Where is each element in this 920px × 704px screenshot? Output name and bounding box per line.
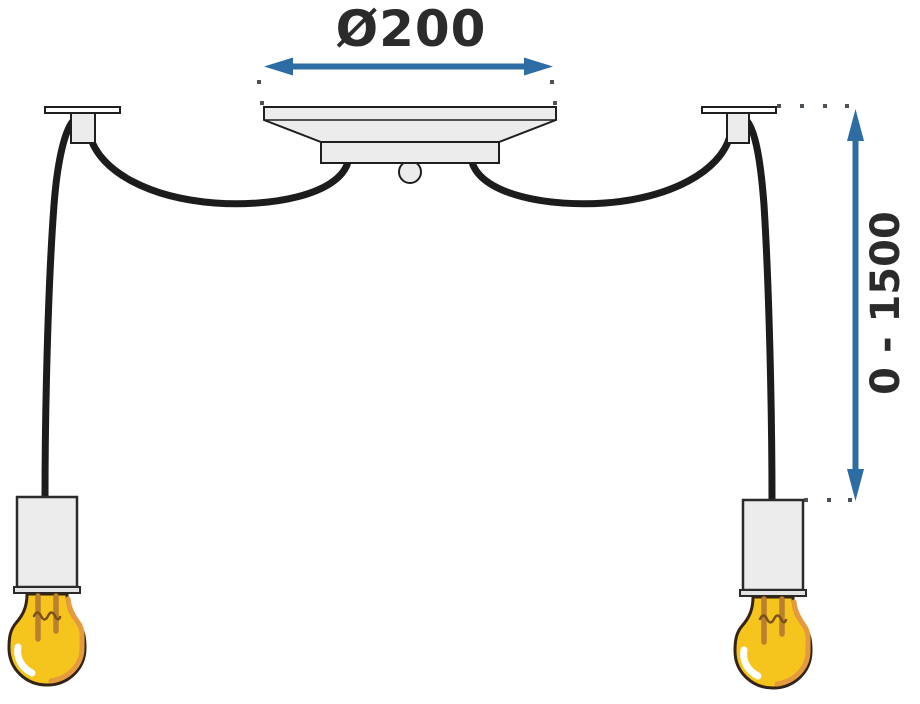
hanging-bulb-right (735, 500, 811, 688)
height-dimension-arrow (777, 104, 864, 502)
canopy-base (320, 141, 500, 164)
hanging-bulb-left (9, 497, 85, 685)
ceiling-hook-left (44, 106, 121, 144)
arrowhead-left (264, 57, 293, 76)
height-range-label: 0 - 1500 (863, 211, 909, 395)
arrowhead-right (524, 57, 553, 76)
ceiling-canopy (263, 106, 557, 184)
canopy-plate (263, 106, 557, 143)
ceiling-hook-right (701, 106, 777, 144)
diameter-label: Ø200 (335, 0, 487, 58)
arrowhead-up (847, 109, 864, 141)
canopy-knob (398, 160, 422, 184)
cable-left (41, 114, 352, 503)
cable-right (468, 114, 776, 506)
diameter-dimension-arrow (257, 57, 557, 105)
hook-block-right (726, 112, 750, 144)
arrowhead-down (847, 469, 864, 501)
hook-block-left (70, 112, 96, 144)
